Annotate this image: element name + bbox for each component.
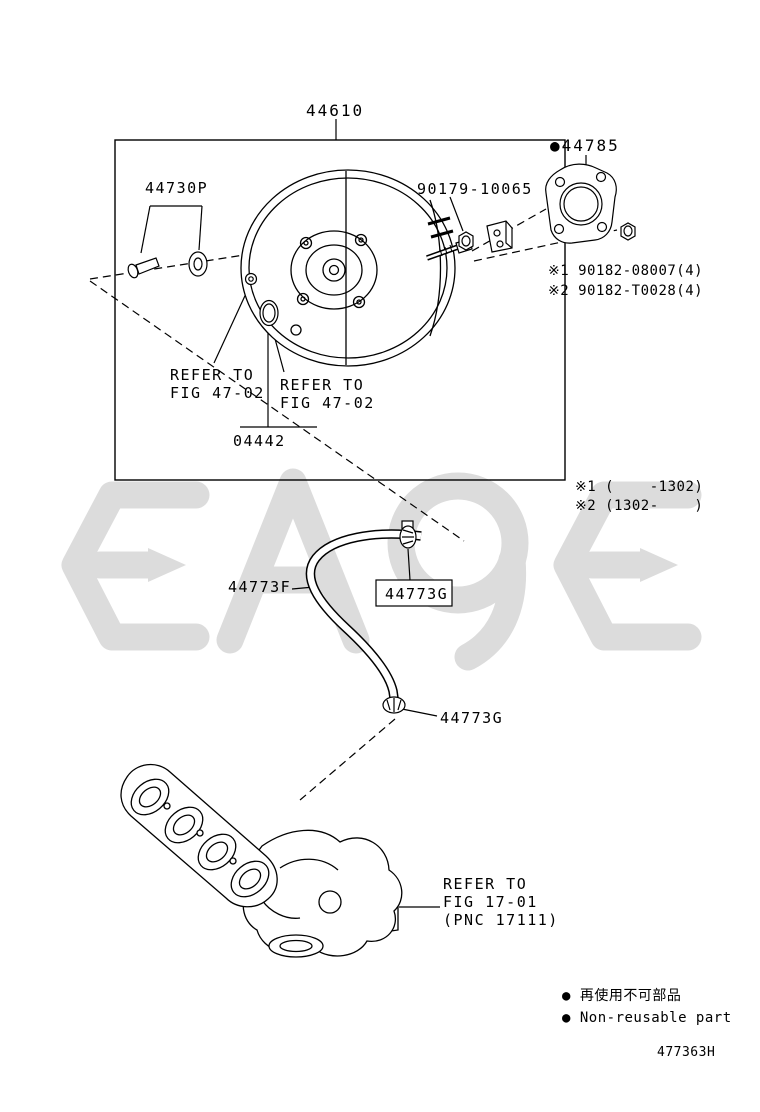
doc-number: 477363H xyxy=(657,1045,716,1060)
refer-fig1701-line1: REFER TO xyxy=(443,875,528,893)
mounting-parts-drawing xyxy=(127,251,279,327)
part-label-bolt-set: 44730P xyxy=(145,179,209,197)
refer-fig1701-line3: (PNC 17111) xyxy=(443,911,559,929)
hose-clamp-lower xyxy=(382,696,406,714)
part-label-oring: 04442 xyxy=(233,432,286,450)
watermark-arrowheads xyxy=(148,548,678,582)
label-box-44773g xyxy=(375,579,453,607)
vacuum-hose-drawing xyxy=(305,520,422,714)
refer-fig1701-line2: FIG 17-01 xyxy=(443,893,538,911)
hose-clamp-upper xyxy=(399,520,417,549)
diagram-frame-box xyxy=(114,139,566,481)
refer-fig4702-left-line2: FIG 47-02 xyxy=(170,384,265,402)
exhaust-manifold-drawing xyxy=(120,763,403,958)
part-label-clamp-upper: 44773G xyxy=(385,585,449,603)
stud-note-1: ※1 90182-08007(4) xyxy=(548,263,704,279)
part-label-hose: 44773F xyxy=(228,578,292,596)
refer-fig4702-right-line2: FIG 47-02 xyxy=(280,394,375,412)
legend-non-reusable-jp: ● 再使用不可部品 xyxy=(562,988,682,1004)
bracket-drawing xyxy=(486,220,513,253)
applicability-note-2: ※2 (1302- ) xyxy=(575,498,704,514)
stud-note-2: ※2 90182-T0028(4) xyxy=(548,283,704,299)
part-label-gasket: ●44785 xyxy=(550,136,620,155)
brake-booster-drawing xyxy=(240,169,456,367)
gasket-44785-drawing xyxy=(545,163,636,244)
part-label-clamp-lower: 44773G xyxy=(440,709,504,727)
legend-non-reusable-en: ● Non-reusable part xyxy=(562,1010,732,1026)
applicability-note-1: ※1 ( -1302) xyxy=(575,479,704,495)
refer-fig4702-left-line1: REFER TO xyxy=(170,366,255,384)
nut-90179-drawing xyxy=(458,231,474,251)
part-label-nut: 90179-10065 xyxy=(417,180,533,198)
part-label-booster: 44610 xyxy=(306,101,365,120)
refer-fig4702-right-line1: REFER TO xyxy=(280,376,365,394)
